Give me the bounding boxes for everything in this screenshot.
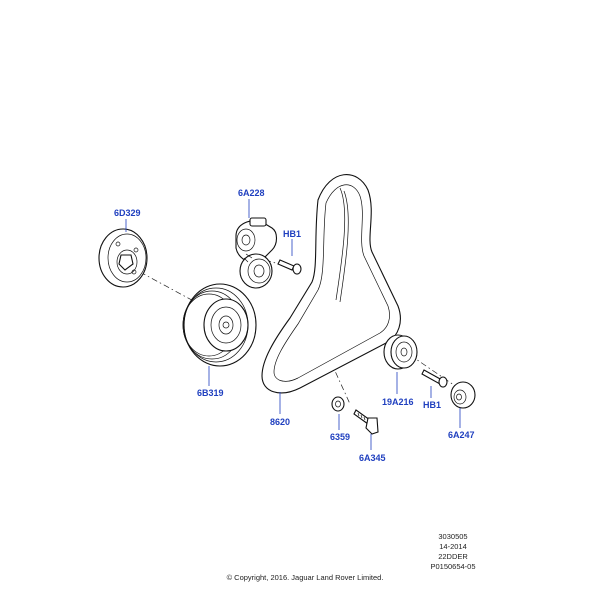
copyright-notice: © Copyright, 2016. Jaguar Land Rover Lim… <box>226 573 384 582</box>
diagram-metadata: 3030505 14-2014 22DDER P0150654-05 <box>418 532 488 572</box>
metadata-date: 14-2014 <box>439 542 467 551</box>
label-hb1-upper: HB1 <box>283 229 301 239</box>
label-6A345: 6A345 <box>359 453 386 463</box>
label-6A247: 6A247 <box>448 430 475 440</box>
metadata-code2: 22DDER <box>438 552 468 561</box>
drive-belt <box>261 174 401 394</box>
label-6B319: 6B319 <box>197 388 224 398</box>
bolt-6A345 <box>353 409 379 435</box>
idler-cover-6A247 <box>450 381 476 409</box>
label-6D329: 6D329 <box>114 208 141 218</box>
leader-lines <box>125 199 461 450</box>
metadata-code1: 3030505 <box>438 532 468 541</box>
label-8620: 8620 <box>270 417 290 427</box>
washer-6359 <box>331 396 345 412</box>
part-labels: 6D329 6A228 HB1 6B319 8620 19A216 HB1 63… <box>114 188 475 463</box>
bolt-upper-HB1 <box>277 259 302 275</box>
metadata-ref: P0150654-05 <box>430 562 476 571</box>
tensioner-assembly-6A228 <box>235 217 278 289</box>
label-6A228: 6A228 <box>238 188 265 198</box>
label-19A216: 19A216 <box>382 397 414 407</box>
tensioner-pulley-6D329 <box>98 228 148 288</box>
label-hb1-lower: HB1 <box>423 400 441 410</box>
idler-pulley-19A216 <box>383 334 418 370</box>
label-6359: 6359 <box>330 432 350 442</box>
bolt-lower-HB1 <box>421 369 448 388</box>
crankshaft-pulley-6B319 <box>182 283 257 367</box>
